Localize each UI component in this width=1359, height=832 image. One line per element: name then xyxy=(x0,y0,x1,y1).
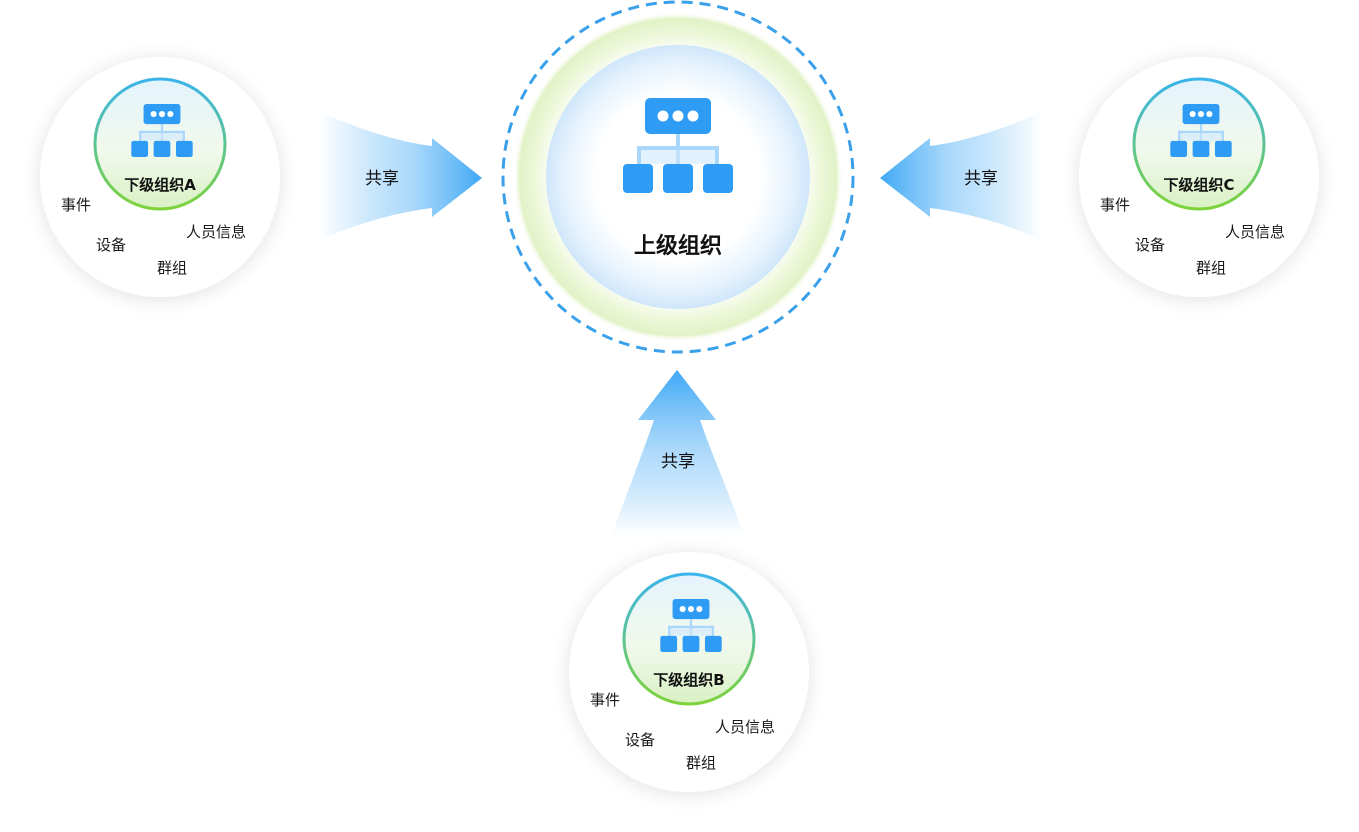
node-c-title: 下级组织C xyxy=(1163,176,1234,194)
share-label-c: 共享 xyxy=(964,169,998,189)
node-a-item-groups: 群组 xyxy=(157,259,187,277)
node-b-item-events: 事件 xyxy=(590,691,620,709)
hub-node: 上级组织 xyxy=(501,0,855,354)
node-b-title: 下级组织B xyxy=(653,671,724,689)
node-b-item-devices: 设备 xyxy=(625,731,655,749)
node-a-title: 下级组织A xyxy=(124,176,196,194)
node-a-item-events: 事件 xyxy=(61,196,91,214)
node-a: 下级组织A 事件 设备 人员信息 群组 xyxy=(40,57,280,297)
share-arrow-b: 共享 xyxy=(612,370,744,535)
node-c-item-devices: 设备 xyxy=(1135,236,1165,254)
share-arrow-c: 共享 xyxy=(880,112,1042,240)
share-label-a: 共享 xyxy=(365,169,399,189)
node-b-item-groups: 群组 xyxy=(686,754,716,772)
node-a-item-personnel: 人员信息 xyxy=(186,223,246,241)
node-c: 下级组织C 事件 设备 人员信息 群组 xyxy=(1079,57,1319,297)
share-arrow-a: 共享 xyxy=(320,112,482,240)
node-c-item-personnel: 人员信息 xyxy=(1225,223,1285,241)
node-a-item-devices: 设备 xyxy=(96,236,126,254)
hub-title: 上级组织 xyxy=(634,233,722,259)
node-c-item-groups: 群组 xyxy=(1196,259,1226,277)
share-label-b: 共享 xyxy=(661,452,695,472)
node-c-item-events: 事件 xyxy=(1100,196,1130,214)
hub-dashed-ring xyxy=(501,0,855,354)
node-b: 下级组织B 事件 设备 人员信息 群组 xyxy=(569,552,809,792)
node-b-item-personnel: 人员信息 xyxy=(715,718,775,736)
